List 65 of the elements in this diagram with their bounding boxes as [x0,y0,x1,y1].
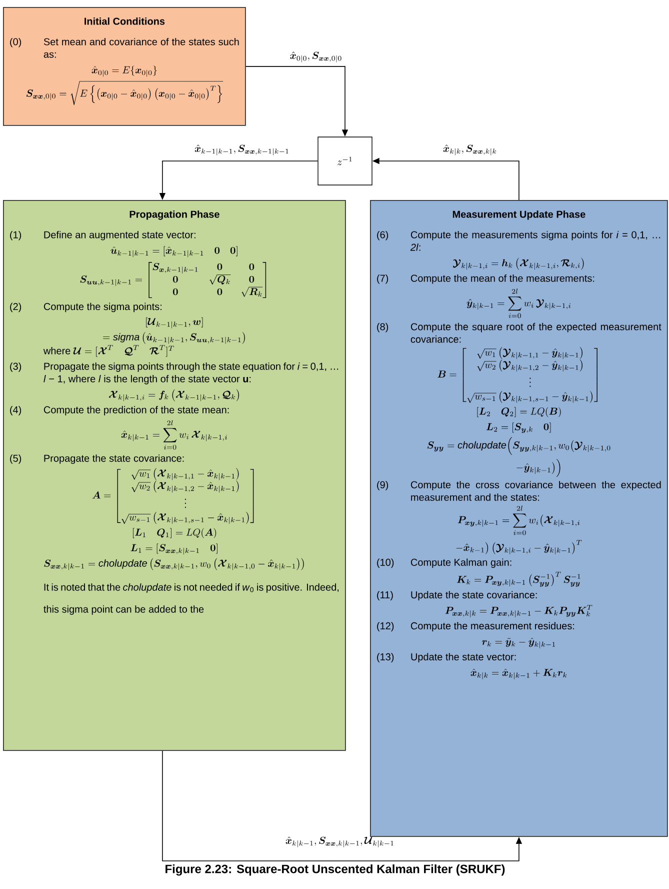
formula: $\bm{P}_{\bm{xx},k|k} = \bm{P}_{\bm{xx},k|k-1} - \bm{K}_k\bm{P}_{\bm{yy}}\bm{K}_k^{T}$ [445,604,592,618]
figure-caption: Figure 2.23: Square-Root Unscented Kalman Filter (SRUKF) [166,864,505,876]
formula: $\bm{A} = \begin{bmatrix}\sqrt{w_1}\left(\bm{\mathcal{X}}_{k|k-1,1}-\hat{\bm{x}}_{k|k-1}\right)\\ \sqrt{w_2}\left(\bm{\mathcal{X}}_{k|k-1,2}-\hat{\bm{x}}_{k|k-1}\right)\\ \vdots\\ \sqrt{w_{s-1}}\left(\bm{\mathcal{X}}_{k|k-1,s-1}-\hat{\bm{x}}_{k|k-1}\right)\end{bmatrix}$ [92,468,254,524]
step-text: Update the state vector: [411,653,516,662]
formula: $z^{-1}$ [338,156,352,166]
formula: $[\bm{L}_2\quad \bm{Q}_2] = LQ(\bm{B})$ [477,407,561,418]
step-number: (4) [10,406,22,416]
formula: $\hat{\bm{x}}_{0|0} = E\{\bm{x}_{0|0}\}$ [92,66,157,77]
step-number: (5) [10,454,22,464]
box-heading: Measurement Update Phase [452,210,586,220]
step-number: (9) [377,480,388,490]
step-number: (12) [377,622,394,632]
step-text: Set mean and covariance of the states such as: [44,38,239,58]
formula: $\begin{gathered}[\bm{\mathcal{U}}_{k-1|k-1},\bm{w}]\\ = \mathit{sigma}\left(\hat{\bm{u}}_{k-1|k-1},\bm{S}_{\bm{uu},k-1|k-1}\right)\end{gathered}$ [103,317,245,344]
formula: $\begin{gathered}\bm{P}_{\bm{xy},k|k-1} = \sum_{i=0}^{2l} w_i\big(\bm{\mathcal{X}}_{k|k-1,i}\\ -\hat{\bm{x}}_{k-1}\big)\left(\bm{\mathcal{Y}}_{k|k-1,i}-\hat{\bm{y}}_{k|k-1}\right)^{T}\end{gathered}$ [456,506,582,554]
step-number: (1) [10,230,22,240]
step-text: Propagate the state covariance: [44,454,184,464]
formula: $\hat{\bm{u}}_{k-1|k-1} = [\hat{\bm{x}}_{k-1|k-1}\quad \bm{0}\quad \bm{0}]$ [110,246,238,258]
edge-label: $\hat{\bm{x}}_{k-1|k-1}, \bm{S}_{\bm{xx},k-1|k-1}$ [194,144,288,156]
step-text: Compute the mean of the measurements: [410,274,594,284]
formula: $\bm{L}_1 = [\bm{S}_{\bm{xx},k|k-1}\quad \bm{0}]$ [130,544,218,555]
step-number: (13) [377,653,394,662]
formula: $\bm{\mathcal{Y}}_{k|k-1,i} = \bm{h}_k\left(\bm{\mathcal{X}}_{k|k-1,i},\bm{\mathcal{R}}_{k,i}\right)$ [453,258,584,270]
step-text: Compute the square root of the expected measurement covariance: [410,322,662,343]
step-text: Compute the measurements sigma points for i = 0,1, … 2l: [410,230,660,251]
phase-box [370,200,668,837]
phase-box [3,7,246,126]
step-number: (6) [377,230,388,240]
step-number: (10) [377,558,394,568]
edge-label: $\hat{\bm{x}}_{k|k}, \bm{S}_{\bm{xx},k|k}$ [443,144,496,156]
formula: $\bm{S}_{\bm{uu},k-1|k-1} = \begin{bmatrix} \bm{S}_{\bm{x},k-1|k-1} & \bm{0} & \bm{0}\\ \bm{0} & \sqrt{\bm{Q}_k} & \bm{0}\\ \bm{0} & \bm{0} & \sqrt{\bm{R}_k}\end{bmatrix}$ [80,262,266,298]
note-text: It is noted that the cholupdate is not needed if w$_{0}$ is positive. Indeed, this sigma point can be added to the [44,583,339,615]
step-text: Propagate the sigma points through the state equation for i = 0,1, … l − 1, where l is the length of the state vector u: [44,362,338,384]
step-number: (3) [10,362,22,372]
box-heading: Propagation Phase [130,210,220,220]
formula: $\hat{\bm{x}}_{k|k-1} = \sum_{i=0}^{2l} w_i\,\bm{\mathcal{X}}_{k|k-1,i}$ [121,420,228,450]
step-number: (11) [377,591,393,600]
delay-box [318,136,372,186]
formula: $\bm{\mathcal{X}}_{k|k-1,i} = \bm{f}_k\left(\bm{\mathcal{X}}_{k-1|k-1},\bm{\mathcal{Q}}_k\right)$ [108,389,239,402]
formula: $\bm{K}_k = \bm{P}_{\bm{xy},k|k-1}\left(\bm{S}_{\bm{yy}}^{-1}\right)^{T}\bm{S}_{\bm{yy}}^{-1}$ [456,572,580,587]
step-text: Compute the cross covariance between the expected measurement and the states: [410,480,661,501]
formula: $\text{where } \bm{\mathcal{U}} = [\bm{\mathcal{X}}^{T}\quad \bm{\mathcal{Q}}^{T}\quad \bm{\mathcal{R}}^{T}]^{T}$ [43,345,174,357]
step-number: (2) [10,302,22,312]
step-text: Compute Kalman gain: [410,558,512,568]
step-text: Compute the sigma points: [44,302,162,312]
step-text: Compute the prediction of the state mean: [44,406,229,416]
edge-label: $\hat{\bm{x}}_{k|k-1}, \bm{S}_{\bm{xx},k|k-1}, \bm{\mathcal{U}}_{k|k-1}$ [286,836,394,848]
formula: $\begin{gathered}\bm{S}_{\bm{yy}} = \mathit{cholupdate}\Big(\bm{S}_{\bm{yy},k|k-1}, w_0\big(\bm{\mathcal{Y}}_{k|k-1,0}\\ \qquad\qquad -\hat{\bm{y}}_{k|k-1}\big)\Big)\end{gathered}$ [427,436,610,477]
formula: $\bm{L}_2 = [\bm{S}_{\bm{y},k}\quad \bm{0}]$ [486,422,551,433]
box-heading: Initial Conditions [84,17,165,25]
step-number: (0) [10,38,22,48]
step-number: (7) [377,274,388,284]
formula: $[\bm{L}_1\quad \bm{Q}_1] = LQ(\bm{A})$ [132,528,216,538]
formula: $\hat{\bm{y}}_{k|k-1} = \sum_{i=0}^{2l} w_i\,\bm{\mathcal{Y}}_{k|k-1,i}$ [466,288,571,318]
phase-box [3,200,346,751]
edge-label: $\hat{\bm{x}}_{0|0}, \bm{S}_{\bm{xx},0|0}$ [290,52,342,62]
formula: $\bm{B} = \begin{bmatrix}\sqrt{w_1}\left(\bm{\mathcal{Y}}_{k|k-1,1}-\hat{\bm{y}}_{k|k-1}\right)\\ \sqrt{w_2}\left(\bm{\mathcal{Y}}_{k|k-1,2}-\hat{\bm{y}}_{k|k-1}\right)\\ \vdots\\ \sqrt{w_{s-1}}\left(\bm{\mathcal{Y}}_{k|k-1,s-1}-\hat{\bm{y}}_{k|k-1}\right)\end{bmatrix}$ [438,347,598,403]
step-number: (8) [377,322,388,332]
formula: $\bm{S}_{\bm{xx},0|0} = \sqrt{E\left\{\left(\bm{x}_{0|0}-\hat{\bm{x}}_{0|0}\right)\left(\bm{x}_{0|0}-\hat{\bm{x}}_{0|0}\right)^{T}\right\}}$ [26,81,224,106]
step-text: Define an augmented state vector: [44,230,196,240]
formula: $\hat{\bm{x}}_{k|k} = \hat{\bm{x}}_{k|k-1} + \bm{K}_k\bm{r}_k$ [470,668,567,680]
step-text: Update the state covariance: [411,591,537,600]
formula: $\bm{r}_k = \tilde{\bm{y}}_k - \hat{\bm{y}}_{k|k-1}$ [482,638,555,648]
step-text: Compute the measurement residues: [410,622,574,632]
formula: $\bm{S}_{\bm{xx},k|k-1} = \mathit{cholupdate}\left(\bm{S}_{\bm{xx},k|k-1}, w_0\left(\bm{\mathcal{X}}_{k|k-1,0}-\hat{\bm{x}}_{k|k-1}\right)\right)$ [44,558,304,570]
